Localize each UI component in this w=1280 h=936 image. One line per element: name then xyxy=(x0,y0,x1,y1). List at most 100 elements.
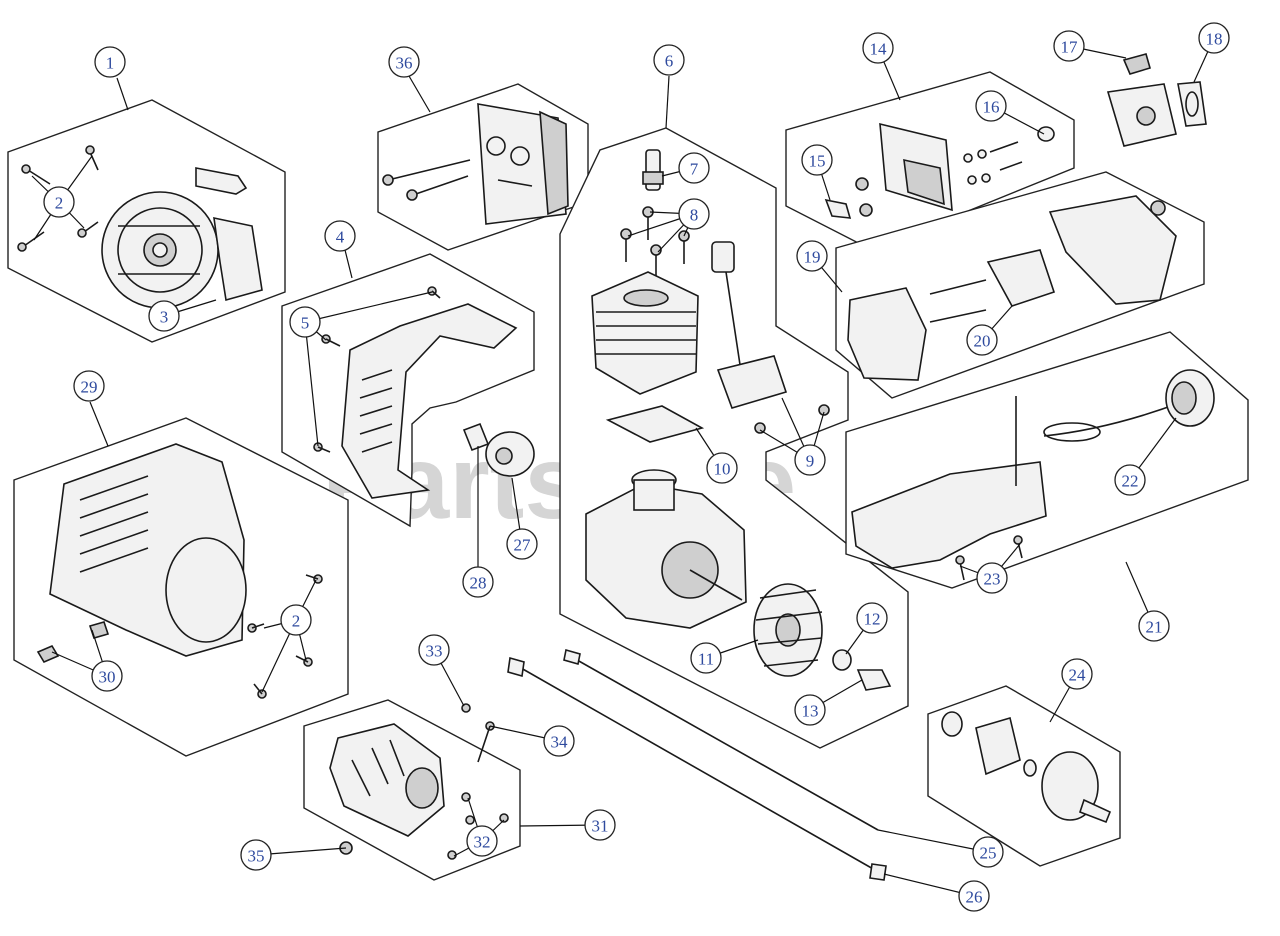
callout-label: 18 xyxy=(1206,30,1223,49)
starter-housing xyxy=(101,191,219,309)
callout-label: 3 xyxy=(160,308,169,327)
callout-label: 7 xyxy=(690,160,699,179)
callout-22: 22 xyxy=(1114,464,1146,496)
callout-12: 12 xyxy=(856,602,888,634)
callout-11: 11 xyxy=(690,642,722,674)
callout-label: 12 xyxy=(864,610,881,629)
clutch-housing-group xyxy=(303,699,521,881)
callout-label: 8 xyxy=(690,206,699,225)
callout-20: 20 xyxy=(966,324,998,356)
callout-label: 36 xyxy=(396,54,413,73)
clamp-15 xyxy=(824,198,852,219)
muffler-group xyxy=(377,83,589,251)
carburetor-gasket xyxy=(1177,81,1207,127)
callout-label: 27 xyxy=(514,536,532,555)
filter-base xyxy=(847,287,927,381)
callout-36: 36 xyxy=(388,46,420,78)
fuel-cap-22 xyxy=(1165,369,1215,427)
callout-14: 14 xyxy=(862,32,894,64)
callout-label: 15 xyxy=(809,152,826,171)
callout-28: 28 xyxy=(462,566,494,598)
callout-16: 16 xyxy=(975,90,1007,122)
callout-29: 29 xyxy=(73,370,105,402)
callout-17: 17 xyxy=(1053,30,1085,62)
fan-housing-screws xyxy=(247,574,323,699)
callout-18: 18 xyxy=(1198,22,1230,54)
spark-plug xyxy=(642,149,664,191)
ring-16 xyxy=(1037,126,1055,142)
coil-screw-b xyxy=(818,404,830,416)
callout-label: 16 xyxy=(983,98,1000,117)
callout-23: 23 xyxy=(976,562,1008,594)
callout-3: 3 xyxy=(148,300,180,332)
callout-label: 9 xyxy=(806,452,815,471)
cylinder-bolts xyxy=(620,206,690,278)
cable-26 xyxy=(513,663,883,875)
carburetor-lever xyxy=(1122,53,1151,75)
callout-label: 25 xyxy=(980,844,997,863)
muffler-shield xyxy=(539,110,569,216)
washer-24b xyxy=(1023,759,1037,777)
callout-label: 5 xyxy=(301,314,310,333)
callout-2a: 2 xyxy=(43,186,75,218)
starter-handle xyxy=(195,167,248,195)
callout-9: 9 xyxy=(794,444,826,476)
callout-label: 33 xyxy=(426,642,443,661)
callout-10: 10 xyxy=(706,452,738,484)
gasket xyxy=(605,405,705,443)
callout-35: 35 xyxy=(240,839,272,871)
callout-label: 31 xyxy=(592,817,609,836)
callout-label: 6 xyxy=(665,52,674,71)
callout-label: 32 xyxy=(474,833,491,852)
callout-2b: 2 xyxy=(280,604,312,636)
clip-30b xyxy=(88,621,110,639)
callout-31: 31 xyxy=(584,809,616,841)
carburetor-group xyxy=(1106,53,1207,147)
ignition-coil xyxy=(711,241,788,409)
callout-label: 2 xyxy=(55,194,64,213)
spacer-13 xyxy=(856,669,892,691)
callout-label: 13 xyxy=(802,702,819,721)
callout-4: 4 xyxy=(324,220,356,252)
clutch-shoes xyxy=(975,716,1021,776)
clip-30a xyxy=(36,644,60,664)
callout-32: 32 xyxy=(466,825,498,857)
nut-a xyxy=(855,177,869,191)
callout-24: 24 xyxy=(1061,658,1093,690)
callout-1: 1 xyxy=(94,46,126,78)
engine-group xyxy=(559,127,909,749)
fuel-tank-body xyxy=(851,461,1047,569)
callout-label: 10 xyxy=(714,460,731,479)
nut-b xyxy=(859,203,873,217)
washer-24a xyxy=(941,711,963,737)
callout-label: 28 xyxy=(470,574,487,593)
callout-label: 34 xyxy=(551,733,569,752)
filter-cover xyxy=(1048,195,1177,305)
callout-label: 29 xyxy=(81,378,98,397)
callout-label: 22 xyxy=(1122,472,1139,491)
callout-30: 30 xyxy=(91,660,123,692)
callout-21: 21 xyxy=(1138,610,1170,642)
tank-screws-23 xyxy=(955,535,1023,581)
starter-assembly-group xyxy=(7,99,286,343)
callout-label: 4 xyxy=(336,228,345,247)
callout-34: 34 xyxy=(543,725,575,757)
callout-label: 21 xyxy=(1146,618,1163,637)
crankcase xyxy=(585,469,747,629)
callout-label: 23 xyxy=(984,570,1001,589)
callout-5: 5 xyxy=(289,306,321,338)
callout-7: 7 xyxy=(678,152,710,184)
callout-label: 20 xyxy=(974,332,991,351)
fan-housing-opening xyxy=(165,537,247,643)
air-filter-group xyxy=(835,171,1205,399)
muffler-bolts xyxy=(382,159,471,201)
fuel-filter-ring xyxy=(1043,422,1101,442)
filter-knob xyxy=(1150,200,1166,216)
shroud-group xyxy=(281,253,535,528)
fan-housing-group xyxy=(13,417,349,757)
callout-label: 35 xyxy=(248,847,265,866)
callout-label: 17 xyxy=(1061,38,1079,57)
pulley-group xyxy=(462,422,535,477)
fuel-tank-group xyxy=(845,331,1249,589)
